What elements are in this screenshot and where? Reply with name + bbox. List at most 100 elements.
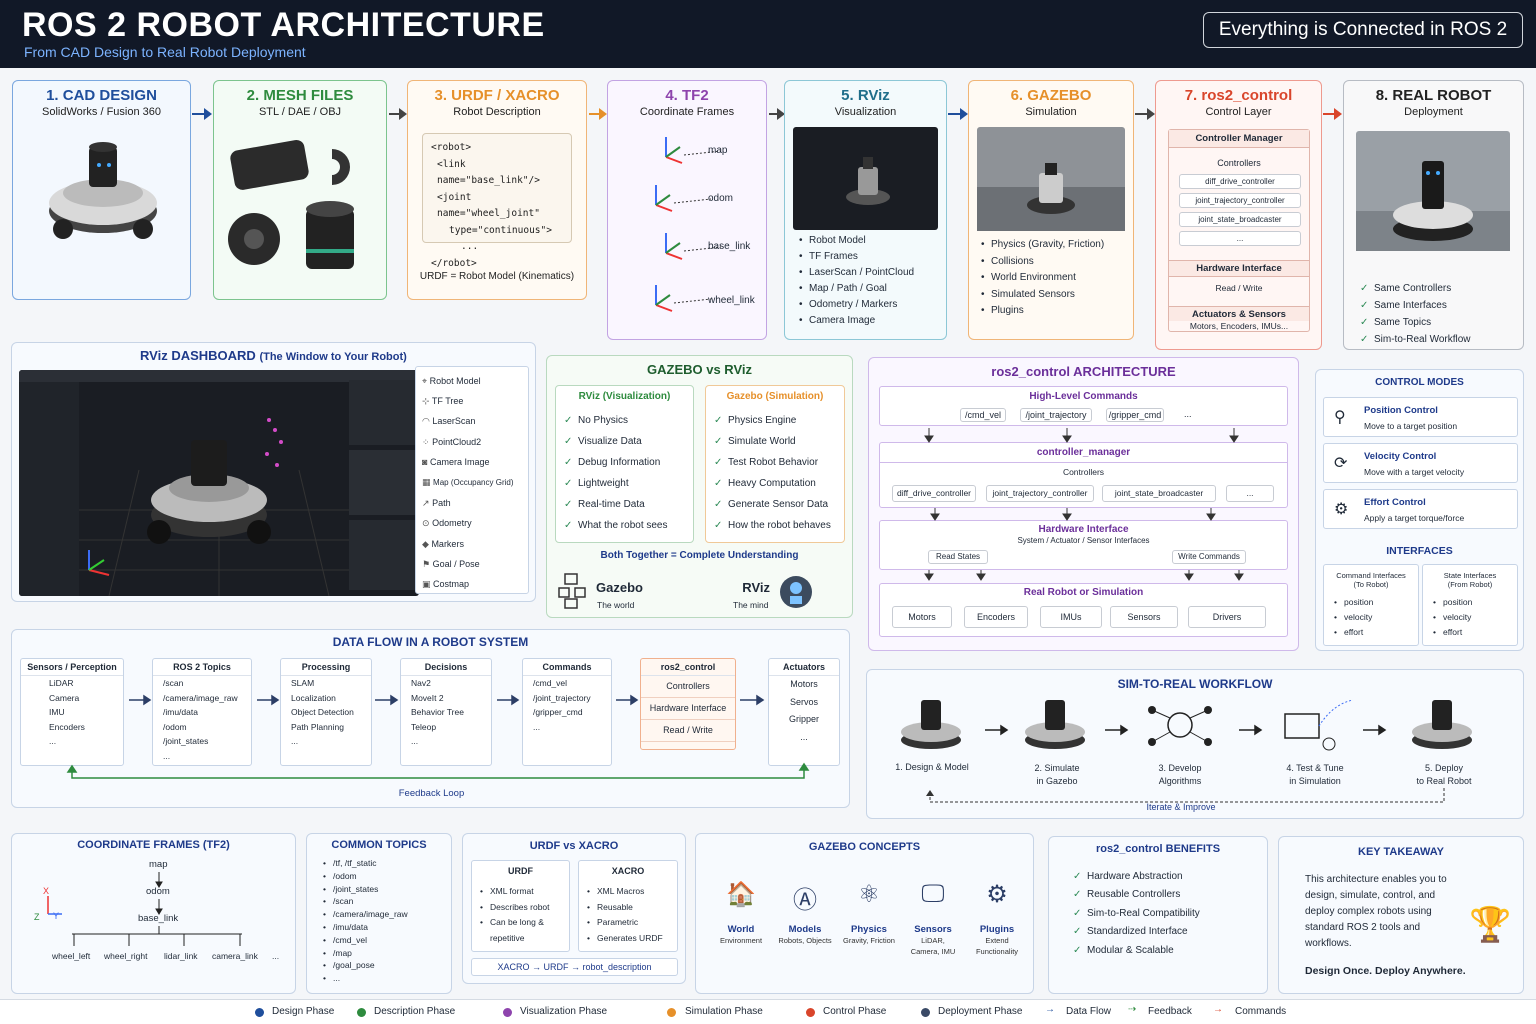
flow-item: /odom [163,721,187,732]
mode-desc: Apply a target torque/force [1364,513,1465,523]
display-item-pointcloud2[interactable]: ⁘ PointCloud2 [422,436,482,447]
stage-real-robot: 8. REAL ROBOT Deployment Same Controller… [1343,80,1524,350]
list-item: TF Frames [797,249,942,265]
stage-sub: Robot Description [453,106,541,118]
legend-swatch [357,1008,366,1017]
chain-item: robot_description [582,962,652,972]
stage-title: 8. REAL ROBOT [1375,87,1492,104]
flow-column-header: Sensors / Perception [21,659,123,676]
xacro-chain: XACRO → URDF → robot_description [471,958,678,976]
ros2-control-benefits-panel: ros2_control BENEFITS Hardware Abstracti… [1048,836,1268,994]
tf-node: map [149,859,168,870]
stage-title: 3. URDF / XACRO [434,87,560,104]
urdf-column: URDF XML format Describes robot Can be l… [471,860,570,952]
tf-frames-diagram [655,137,722,312]
s2r-robot-icon [901,700,961,749]
check-item: Same Topics [1358,314,1471,331]
rviz-title-sub: (The Window to Your Robot) [259,351,407,363]
display-label: Path [432,498,451,509]
list-item: Simulated Sensors [979,287,1134,304]
mode-desc: Move to a target position [1364,421,1458,431]
legend-swatch [255,1008,264,1017]
concept-desc: Gravity, Friction [843,936,895,945]
controller-manager-label: Controller Manager [1169,130,1309,148]
commands-arrow-icon: → [1213,1004,1223,1015]
benefit-item: Reusable Controllers [1071,886,1200,905]
display-item-map[interactable]: ▦ Map (Occupancy Grid) [422,477,514,488]
step-line: 5. Deploy [1424,763,1464,773]
list-item: Collisions [979,254,1134,271]
stage-tf2: 4. TF2 Coordinate Frames map odom base_l… [607,80,767,340]
display-item-tf-tree[interactable]: ⊹ TF Tree [422,396,464,407]
controller-item: joint_state_broadcaster [1102,485,1216,502]
field-item: position [1332,595,1418,610]
display-label: Camera Image [429,456,490,467]
flow-column-header: Decisions [401,659,491,676]
mode-name: Velocity Control [1364,451,1437,462]
stage-sub: STL / DAE / OBJ [258,106,342,118]
tf-axis [665,252,683,260]
display-item-laserscan[interactable]: ◠ LaserScan [422,416,476,427]
hw-sub: System / Actuator / Sensor Interfaces [1017,536,1150,545]
flow-column-header: ROS 2 Topics [153,659,251,676]
display-item-path[interactable]: ↗ Path [422,498,451,509]
display-label: PointCloud2 [432,436,482,447]
data-flow-arrow-icon: → [1045,1004,1055,1015]
flow-column-header: Processing [281,659,371,676]
gazebo-feature-list: Physics (Gravity, Friction) Collisions W… [979,237,1134,320]
legend-bar: Design Phase Description Phase Visualiza… [0,999,1536,1024]
display-item-goal-pose[interactable]: ⚑ Goal / Pose [422,558,480,569]
display-item-costmap[interactable]: ▣ Costmap [422,579,470,590]
field-item: velocity [1332,610,1418,625]
code-line: <robot> [431,142,472,153]
frame-label: map [708,145,728,156]
legend-label: Control Phase [823,1006,887,1017]
stage-sub: Coordinate Frames [639,106,735,118]
flow-item: Servos [789,696,818,707]
display-item-robot-model[interactable]: ⌖ Robot Model [422,376,481,386]
benefit-item: Modular & Scalable [1071,942,1200,961]
code-line: </robot> [431,257,477,269]
write-commands-tag: Write Commands [1172,550,1246,564]
gazebo-vs-rviz-panel: GAZEBO vs RViz RViz (Visualization) No P… [546,355,853,618]
controller-item: ... [1179,231,1301,246]
algorithms-icon [1148,706,1212,746]
gazebo-column: Gazebo (Simulation) Physics Engine Simul… [705,385,845,543]
controller-item: ... [1226,485,1274,502]
state-if-sub: (From Robot) [1447,580,1493,589]
test-tune-icon [1284,699,1354,751]
display-item-markers[interactable]: ◆ Markers [422,538,464,549]
flow-column-header: Commands [523,659,611,676]
check-item: Heavy Computation [712,473,844,494]
gazebo-column-title: Gazebo (Simulation) [726,391,824,402]
frame-label: wheel_link [708,295,755,306]
tf2-title: COORDINATE FRAMES (TF2) [77,839,230,851]
check-item: Debug Information [562,452,693,473]
topics-title: COMMON TOPICS [331,839,427,851]
xacro-column: XACRO XML Macros Reusable Parametric Gen… [578,860,678,952]
flow-column-header: ros2_control [641,659,735,676]
concept-desc: Environment [719,936,763,945]
display-item-camera-image[interactable]: ◙ Camera Image [422,456,490,467]
device-box: Sensors [1110,606,1178,628]
device-box: Motors [892,606,952,628]
list-item: Camera Image [797,313,942,329]
flow-item: Localization [291,692,336,703]
svg-text:Z: Z [34,912,40,922]
urdf-item: Can be long & repetitive [478,915,569,946]
benefit-item: Hardware Abstraction [1071,868,1200,887]
s2r-robot-icon [1412,700,1472,749]
flow-item: Path Planning [291,721,344,732]
display-item-odometry[interactable]: ⊙ Odometry [422,518,472,529]
urdf-code-block: <robot> <link name="base_link"/> <joint … [422,133,572,269]
flow-item: Camera [49,692,80,703]
key-text: This architecture enables you to design,… [1305,874,1447,949]
flow-item: LiDAR [49,678,74,688]
mode-desc: Move with a target velocity [1364,467,1465,477]
display-label: Goal / Pose [432,558,480,569]
check-item: Sim-to-Real Workflow [1358,331,1471,348]
